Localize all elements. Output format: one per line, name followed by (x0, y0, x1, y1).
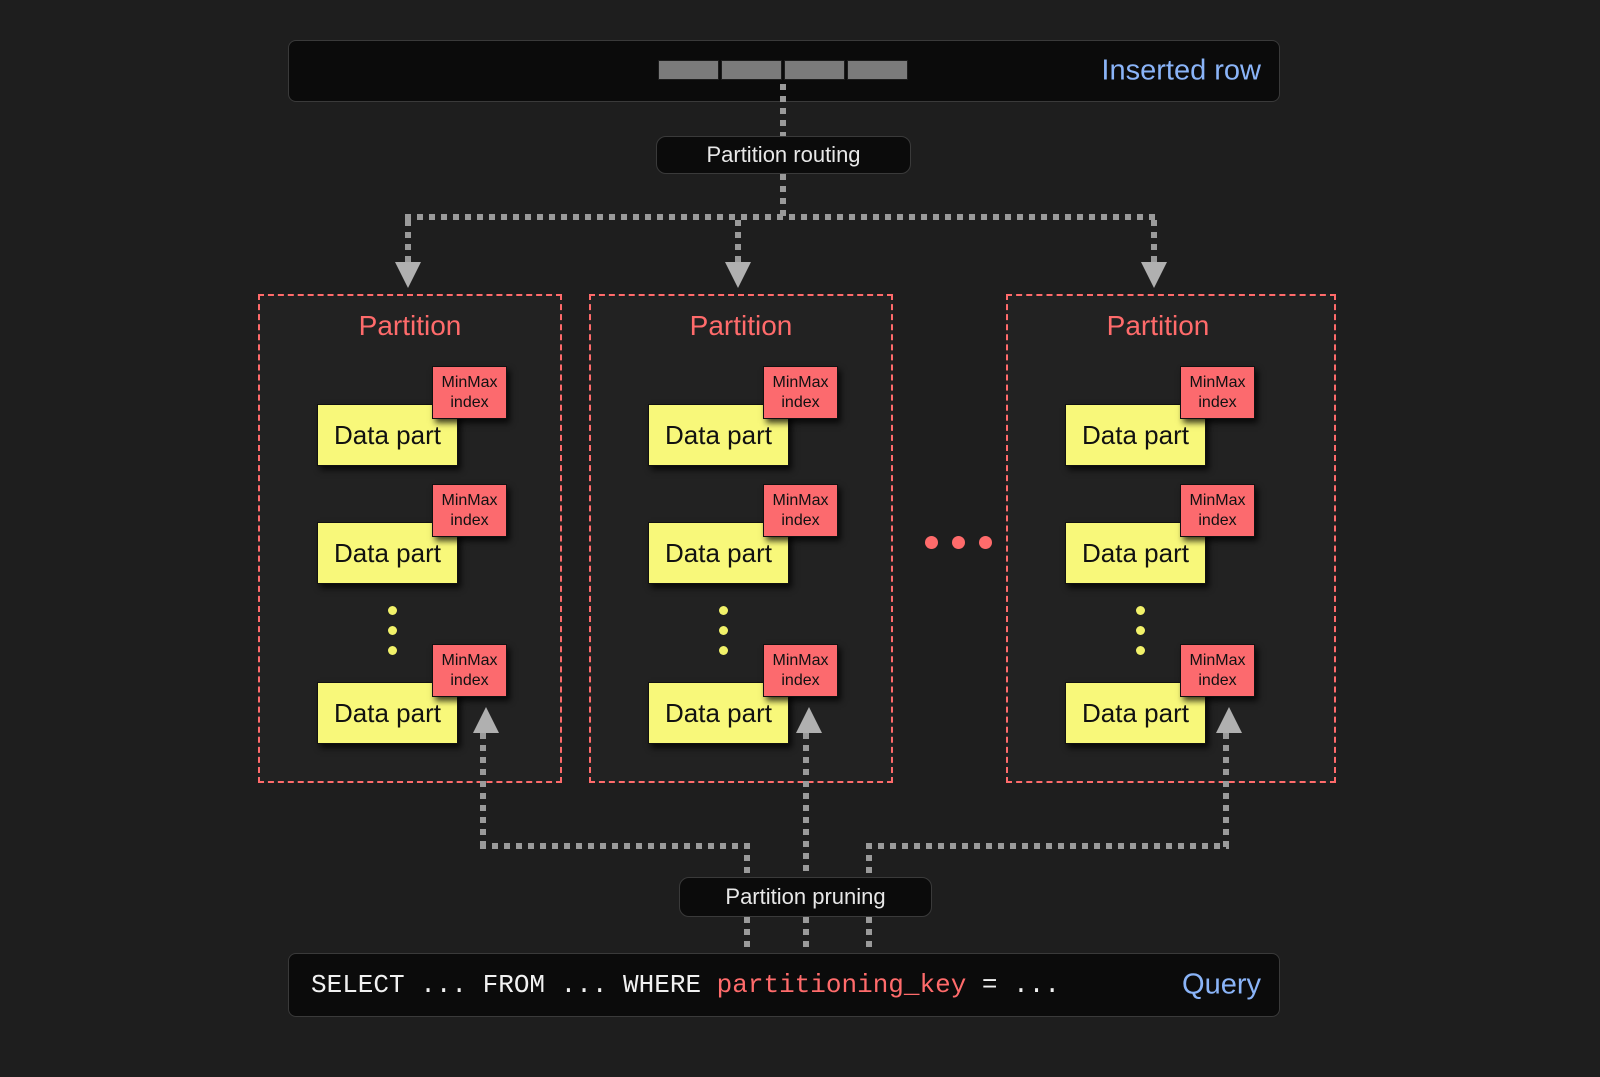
row-cell (658, 60, 719, 80)
partition-title: Partition (1106, 310, 1210, 341)
connector-pruning-to-partition-2 (803, 733, 809, 879)
ellipsis-dot (952, 536, 965, 549)
data-part-label: Data part (1082, 419, 1189, 450)
ellipsis-dot (925, 536, 938, 549)
arrow-to-partition-3-last-part (1216, 707, 1242, 733)
arrow-to-partition-3 (1141, 262, 1167, 288)
partition-pruning-label: Partition pruning (725, 884, 886, 909)
connector-pruning-to-partition-1 (480, 733, 486, 848)
connector-row-to-routing (780, 84, 786, 136)
data-part-box: Data part (1065, 522, 1206, 584)
data-part-label: Data part (334, 697, 441, 728)
arrow-to-partition-1-last-part (473, 707, 499, 733)
row-cell (847, 60, 908, 80)
row-cell (784, 60, 845, 80)
connector-bus-to-partition-1 (405, 220, 411, 266)
connector-bus-to-partition-3 (1151, 220, 1157, 266)
arrow-to-partition-2 (725, 262, 751, 288)
ellipsis-dot (1136, 646, 1145, 655)
connector-pruning-to-query-right (866, 917, 872, 953)
query-sql-suffix: = ... (966, 970, 1060, 1000)
connector-pruning-right-riser (866, 843, 872, 879)
data-part-box: Data part (648, 682, 789, 744)
ellipsis-dot (388, 606, 397, 615)
data-part-label: Data part (1082, 697, 1189, 728)
arrow-to-partition-1 (395, 262, 421, 288)
data-part-box: Data part (317, 404, 458, 466)
connector-routing-to-bus (780, 174, 786, 218)
inserted-row-label: Inserted row (1101, 54, 1261, 87)
ellipsis-dot (719, 626, 728, 635)
ellipsis-dot (719, 606, 728, 615)
routing-bus (405, 214, 1157, 220)
partition-title: Partition (358, 310, 462, 341)
row-cell (721, 60, 782, 80)
data-part-label: Data part (665, 537, 772, 568)
arrow-to-partition-2-last-part (796, 707, 822, 733)
connector-pruning-to-query-center (803, 917, 809, 953)
data-parts-vertical-ellipsis (719, 606, 728, 655)
data-part-label: Data part (665, 697, 772, 728)
connector-pruning-to-partition-3 (1223, 733, 1229, 848)
data-part-label: Data part (1082, 537, 1189, 568)
connector-bus-to-partition-2 (735, 220, 741, 266)
partition-pruning-box[interactable]: Partition pruning (679, 877, 932, 917)
partition-title: Partition (689, 310, 793, 341)
query-sql-text: SELECT ... FROM ... WHERE partitioning_k… (311, 970, 1060, 1000)
data-part-label: Data part (334, 419, 441, 450)
inserted-row-cells (658, 60, 908, 80)
data-parts-vertical-ellipsis (1136, 606, 1145, 655)
data-part-label: Data part (334, 537, 441, 568)
data-parts-vertical-ellipsis (388, 606, 397, 655)
ellipsis-dot (388, 626, 397, 635)
query-bar: SELECT ... FROM ... WHERE partitioning_k… (288, 953, 1280, 1017)
connector-pruning-left-riser (744, 843, 750, 879)
query-partitioning-key: partitioning_key (716, 970, 967, 1000)
pruning-bus-left (480, 843, 750, 849)
ellipsis-dot (388, 646, 397, 655)
partitions-horizontal-ellipsis (925, 536, 992, 549)
data-part-label: Data part (665, 419, 772, 450)
partition-routing-label: Partition routing (706, 142, 861, 167)
ellipsis-dot (979, 536, 992, 549)
ellipsis-dot (1136, 606, 1145, 615)
ellipsis-dot (1136, 626, 1145, 635)
partition-routing-box[interactable]: Partition routing (656, 136, 911, 174)
pruning-bus-right (866, 843, 1229, 849)
query-label: Query (1182, 968, 1261, 1001)
connector-pruning-to-query-left (744, 917, 750, 953)
query-sql-prefix: SELECT ... FROM ... WHERE (311, 970, 717, 1000)
ellipsis-dot (719, 646, 728, 655)
